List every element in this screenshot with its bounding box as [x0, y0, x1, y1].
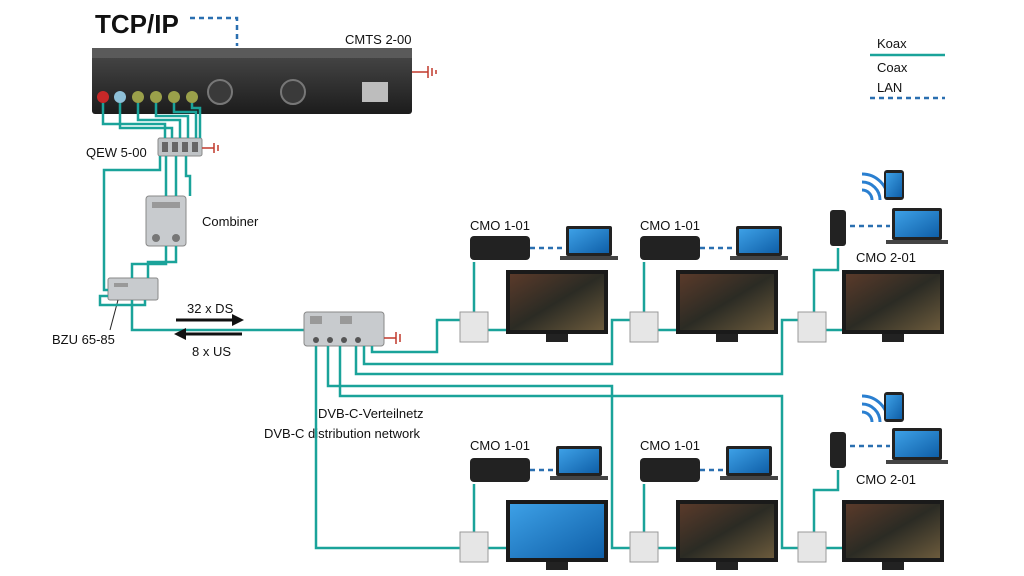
site-bot-mid [629, 446, 778, 570]
wall-outlet-icon [629, 531, 659, 563]
cmo-label-bot-right: CMO 2-01 [856, 472, 916, 487]
laptop-icon [739, 229, 779, 253]
cmts-ground-icon [412, 66, 437, 78]
distribution-coax [314, 318, 800, 550]
wall-outlet-icon [797, 311, 827, 343]
laptop-icon [729, 449, 769, 473]
cmts-label: CMTS 2-00 [345, 32, 411, 47]
cmo-label-top-right: CMO 2-01 [856, 250, 916, 265]
distribution-amplifier [303, 311, 385, 347]
tcpip-lan-line [190, 16, 239, 46]
laptop-icon [569, 229, 609, 253]
site-bot-right [797, 392, 948, 570]
bzu-device [107, 277, 159, 301]
site-bot-left [459, 446, 608, 570]
tv-icon [510, 504, 604, 558]
tv-icon [846, 274, 940, 330]
wall-outlet-icon [459, 311, 489, 343]
cmo-label-bot-left: CMO 1-01 [470, 438, 530, 453]
ds-label: 32 x DS [187, 301, 234, 316]
wall-outlet-icon [459, 531, 489, 563]
site-top-right [797, 170, 948, 343]
site-top-mid [629, 226, 788, 343]
us-label: 8 x US [192, 344, 231, 359]
cmts-device [92, 48, 412, 114]
legend-lan: LAN [877, 80, 902, 95]
tv-icon [680, 274, 774, 330]
tv-icon [846, 504, 940, 558]
amplifier-ground-icon [384, 332, 401, 344]
cmo-router-icon [830, 432, 846, 468]
legend: Koax Coax LAN [870, 36, 945, 100]
cmo-modem-icon [640, 236, 700, 260]
laptop-icon [895, 211, 939, 237]
combiner-device [145, 195, 187, 247]
cmo-router-icon [830, 210, 846, 246]
cmo-modem-icon [470, 458, 530, 482]
wall-outlet-icon [797, 531, 827, 563]
tablet-icon [886, 173, 902, 197]
tcpip-title: TCP/IP [95, 9, 179, 39]
cmo-modem-icon [470, 236, 530, 260]
wall-outlet-icon [629, 311, 659, 343]
site-top-left [459, 226, 618, 343]
site-lan [530, 224, 890, 472]
cmo-label-top-mid: CMO 1-01 [640, 218, 700, 233]
tv-icon [680, 504, 774, 558]
laptop-icon [559, 449, 599, 473]
combiner-label: Combiner [202, 214, 259, 229]
headend-coax [98, 103, 312, 332]
legend-coax: Coax [877, 60, 908, 75]
tv-icon [510, 274, 604, 330]
network-label-en: DVB-C distribution network [264, 426, 421, 441]
ds-arrow-icon [232, 314, 244, 326]
qew-label: QEW 5-00 [86, 145, 147, 160]
cmo-label-bot-mid: CMO 1-01 [640, 438, 700, 453]
network-label-de: DVB-C-Verteilnetz [318, 406, 423, 421]
cmo-modem-icon [640, 458, 700, 482]
site-coax [472, 248, 846, 550]
tablet-icon [886, 395, 902, 419]
qew-ground-icon [202, 143, 219, 153]
laptop-icon [895, 431, 939, 457]
cmo-label-top-left: CMO 1-01 [470, 218, 530, 233]
qew-device [157, 137, 203, 157]
bzu-label: BZU 65-85 [52, 332, 115, 347]
us-arrow-icon [174, 328, 186, 340]
legend-koax: Koax [877, 36, 907, 51]
